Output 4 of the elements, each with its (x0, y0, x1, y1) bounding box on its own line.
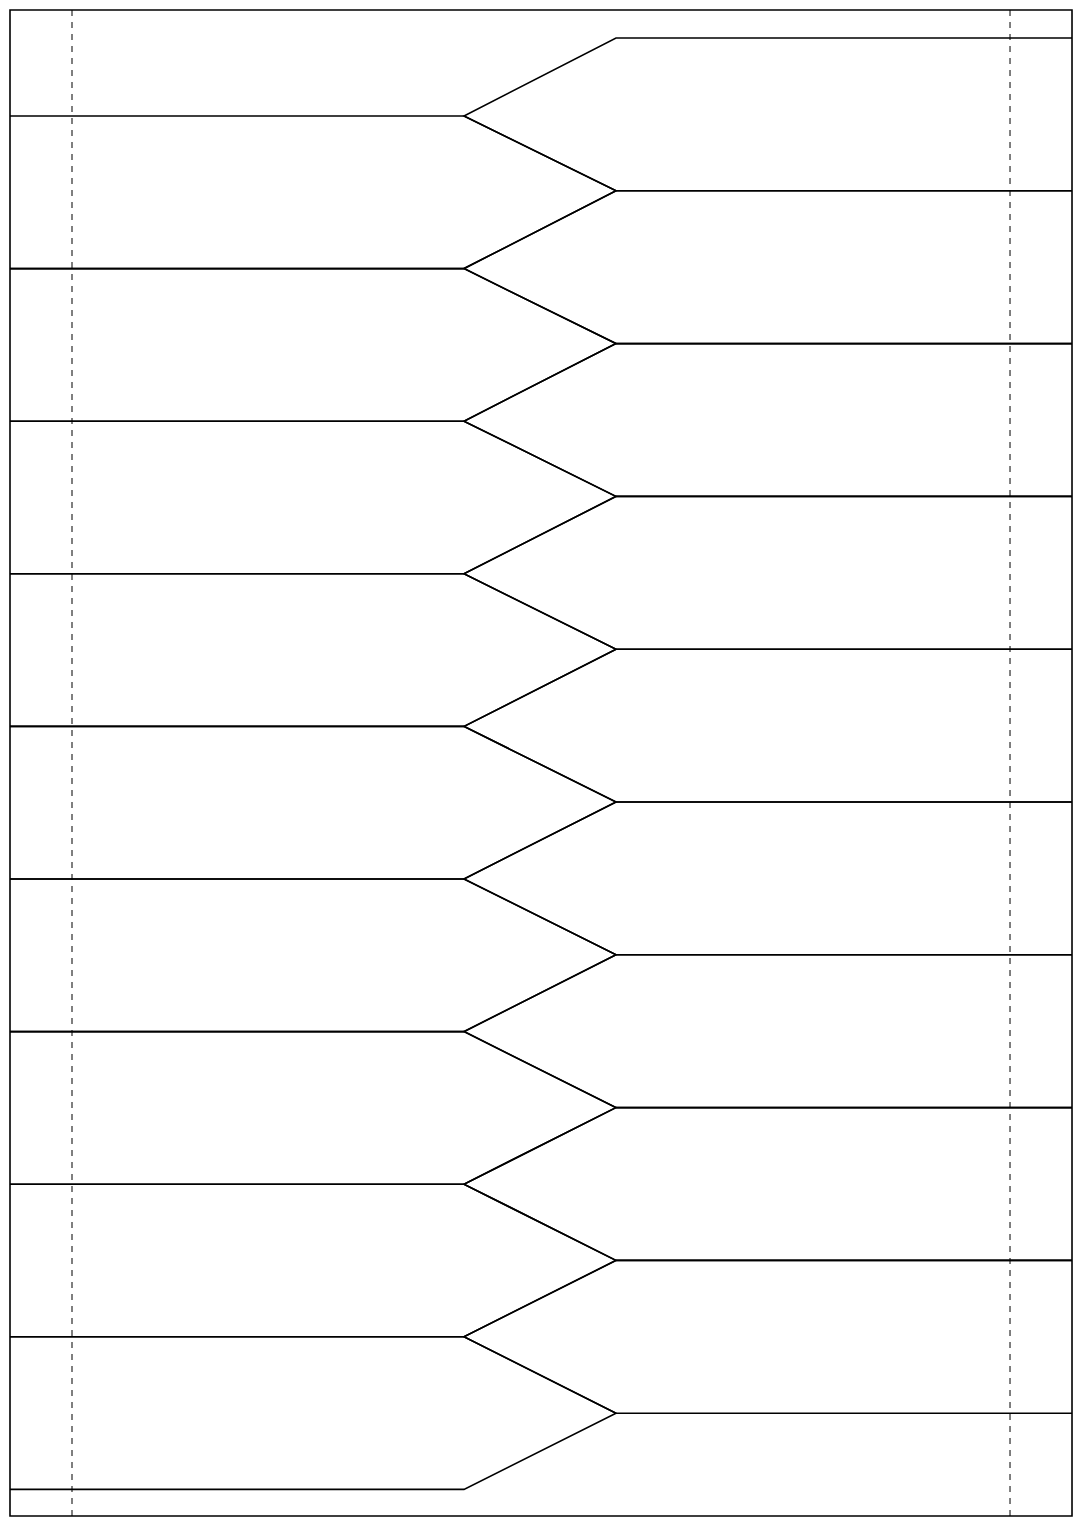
tab-shape (9, 573, 618, 728)
tab-shape (462, 37, 1073, 192)
tab-shape (462, 1259, 1073, 1414)
tab-shape (9, 1336, 618, 1491)
